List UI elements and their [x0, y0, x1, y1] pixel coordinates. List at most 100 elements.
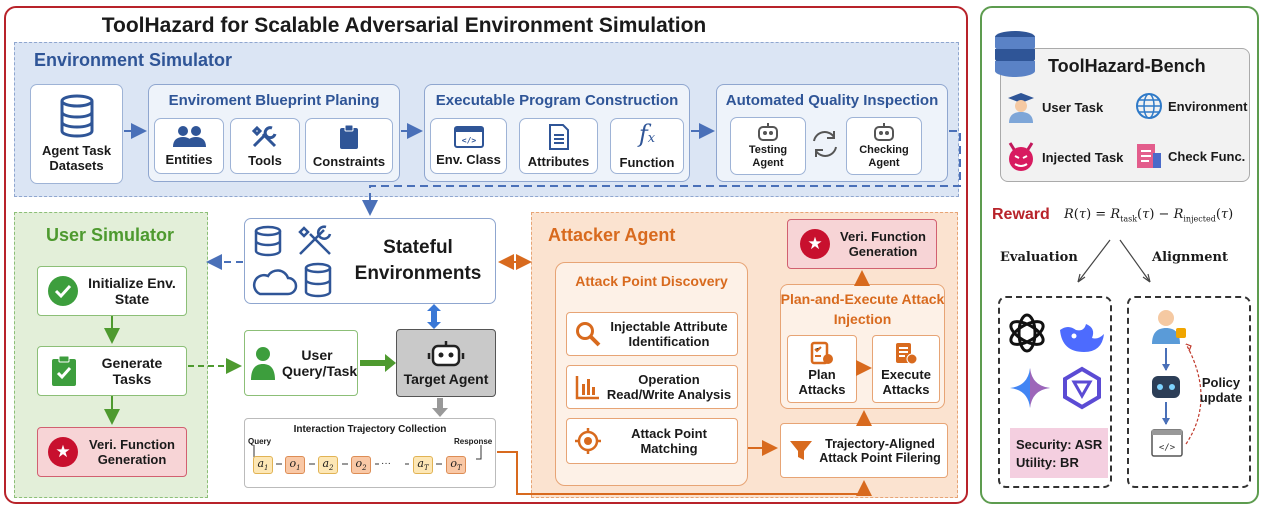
target-agent-box: Target Agent — [396, 329, 496, 397]
function-fx-icon: fx — [638, 120, 656, 148]
function-box: fx Function — [610, 118, 684, 174]
bench-check-func: Check Func. — [1134, 141, 1245, 171]
tools-box: Tools — [230, 118, 300, 174]
bar-chart-icon — [575, 376, 599, 400]
tools-icon — [298, 225, 332, 255]
cycle-arrows-icon — [813, 131, 837, 157]
trajectory-node-aT: aT — [413, 456, 433, 474]
blueprint-title: Enviroment Blueprint Planing — [168, 92, 380, 109]
env-class-box: </> Env. Class — [430, 118, 507, 174]
alignment-label: Alignment — [1152, 250, 1228, 265]
people-icon — [173, 125, 206, 147]
attack-point-matching-box: Attack Point Matching — [566, 418, 738, 464]
plan-execute-title: Plan-and-Execute Attack Injection — [780, 291, 945, 327]
bench-check-func-label: Check Func. — [1168, 148, 1246, 164]
code-window-icon: </> — [1151, 429, 1183, 457]
plan-attacks-box: Plan Attacks — [787, 335, 857, 403]
qwen-logo — [1063, 366, 1101, 410]
stateful-environments-label: Stateful Environments — [354, 237, 482, 284]
trajectory-box — [244, 418, 496, 488]
svg-text:</>: </> — [1159, 443, 1176, 453]
reward-formula: R(τ) = Rtask(τ) − Rinjected(τ) — [1064, 207, 1234, 224]
globe-icon — [1136, 93, 1162, 119]
bench-user-task-label: User Task — [1042, 99, 1104, 115]
user-lock-icon — [1152, 310, 1186, 344]
robot-icon — [427, 341, 465, 367]
attack-point-discovery-title: Attack Point Discovery — [575, 273, 728, 289]
svg-text:</>: </> — [461, 136, 476, 145]
checking-agent-label: Checking Agent — [859, 144, 909, 169]
execute-attacks-label: Execute Attacks — [881, 367, 931, 397]
evaluation-panel — [998, 296, 1112, 488]
cloud-icon — [252, 269, 298, 296]
deepseek-logo — [1060, 324, 1104, 352]
database-icon — [254, 225, 282, 257]
trajectory-response-label: Response — [454, 437, 493, 446]
initialize-env-label: Initialize Env. State — [88, 275, 176, 307]
trajectory-query-label: Query — [248, 437, 272, 446]
target-icon — [575, 428, 601, 454]
constraints-box: Constraints — [305, 118, 393, 174]
code-window-icon: </> — [453, 125, 484, 148]
student-icon — [1008, 93, 1034, 123]
checklist-clock-icon — [810, 341, 833, 365]
environment-simulator-title: Environment Simulator — [34, 50, 233, 70]
database-icon — [304, 262, 332, 298]
injectable-attribute-box: Injectable Attribute Identification — [566, 312, 738, 356]
metric-utility: Utility: BR — [1016, 454, 1079, 470]
user-simulator-title: User Simulator — [46, 225, 175, 245]
policy-update-diagram: </> — [1151, 310, 1202, 457]
bench-panel — [1000, 48, 1250, 182]
attacker-agent-title: Attacker Agent — [548, 225, 676, 245]
attacker-veri-function-label: Veri. Function Generation — [840, 229, 926, 259]
testing-agent-label: Testing Agent — [748, 144, 788, 169]
document-play-icon — [896, 343, 918, 365]
attack-point-matching-label: Attack Point Matching — [631, 426, 707, 456]
trajectory-node-o2: o2 — [351, 456, 371, 474]
trajectory-node-o1: o1 — [285, 456, 305, 474]
bench-user-task: User Task — [1006, 91, 1103, 123]
datasets-label: Agent Task Datasets — [41, 143, 112, 173]
trajectory-filter-box: Trajectory-Aligned Attack Point Filering — [780, 423, 948, 478]
star-badge-icon: ★ — [48, 437, 78, 467]
filter-icon — [790, 440, 812, 460]
database-stack-icon — [995, 31, 1035, 77]
trajectory-node-a1: a1 — [253, 456, 273, 474]
star-badge-icon: ★ — [800, 229, 830, 259]
program-title: Executable Program Construction — [435, 92, 679, 109]
constraints-label: Constraints — [312, 153, 386, 169]
openai-logo — [1009, 313, 1045, 353]
magnifier-icon — [576, 322, 601, 347]
target-agent-label: Target Agent — [403, 371, 489, 387]
bench-injected-task-label: Injected Task — [1042, 149, 1124, 165]
plan-attacks-label: Plan Attacks — [798, 367, 846, 397]
checking-agent-box: Checking Agent — [846, 117, 922, 175]
branch-arrows — [1077, 239, 1151, 283]
agent-task-datasets: Agent Task Datasets — [30, 84, 123, 184]
bench-environment-label: Environment — [1168, 98, 1248, 114]
initialize-env-box: Initialize Env. State — [37, 266, 187, 316]
trajectory-node-a2: a2 — [318, 456, 338, 474]
generate-tasks-box: Generate Tasks — [37, 346, 187, 396]
reward-label: Reward — [992, 206, 1050, 223]
user-icon — [251, 347, 275, 380]
trajectory-node-oT: oT — [446, 456, 466, 474]
metrics-box: Security: ASR Utility: BR — [1010, 428, 1108, 478]
user-veri-function-box: ★ Veri. Function Generation — [37, 427, 187, 477]
generate-tasks-label: Generate Tasks — [101, 355, 163, 387]
bench-environment: Environment — [1134, 91, 1247, 121]
trajectory-filter-label: Trajectory-Aligned Attack Point Filering — [819, 436, 941, 465]
attributes-box: Attributes — [519, 118, 598, 174]
document-list-icon — [548, 123, 569, 150]
environment-icons-cluster — [252, 225, 332, 298]
bench-title: ToolHazard-Bench — [1048, 56, 1206, 76]
read-write-analysis-box: Operation Read/Write Analysis — [566, 365, 738, 409]
attributes-label: Attributes — [527, 153, 590, 169]
quality-title: Automated Quality Inspection — [725, 92, 939, 109]
env-class-label: Env. Class — [436, 151, 501, 167]
trajectory-title: Interaction Trajectory Collection — [293, 424, 447, 435]
testing-agent-box: Testing Agent — [730, 117, 806, 175]
evaluation-label: Evaluation — [1000, 250, 1078, 265]
main-frame — [4, 6, 968, 504]
